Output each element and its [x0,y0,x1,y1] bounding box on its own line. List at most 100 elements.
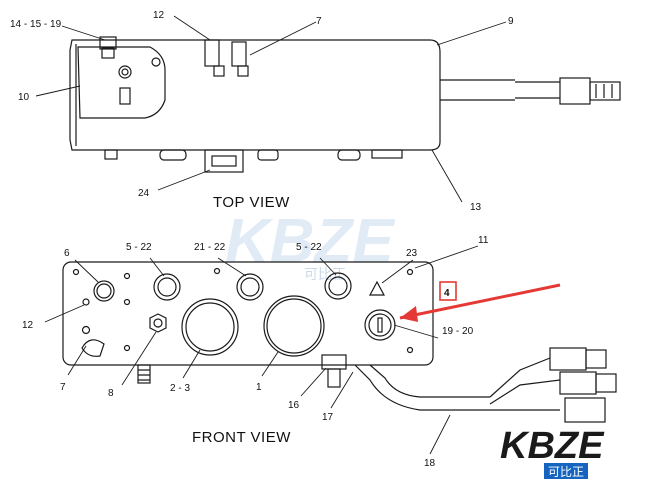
callout-13: 13 [470,202,482,213]
front-screw-2 [123,298,131,306]
front-hex-nut-8 [149,313,167,333]
callout-4: 4 [444,288,450,299]
front-bolt-shank [327,368,341,388]
watermark-brand-text: KBZE [225,207,395,276]
top-connector-plug [559,77,591,105]
callout-12-top: 12 [153,10,165,21]
top-bottom-bracket-inner [211,155,237,167]
callout-17: 17 [322,412,334,423]
leader-16 [300,367,327,397]
callout-1: 1 [256,382,262,393]
top-view-leaders [35,15,507,203]
top-connector-7 [231,41,247,67]
front-key-switch-inner [368,313,392,337]
top-connector-12 [204,39,220,67]
front-view-drawing [62,261,617,423]
front-screw-1 [123,272,131,280]
top-connector-7-foot [237,65,249,77]
leader-18 [429,414,451,455]
top-bottom-lug-2 [159,149,187,161]
front-screw-3 [123,344,131,352]
front-connector-b [559,371,597,395]
front-harness-lower [369,364,490,398]
top-fitting-14 [99,36,117,50]
front-hex-nut-8-hole [153,318,163,328]
callout-24: 24 [138,188,150,199]
top-connector-12-foot [213,65,225,77]
front-screw-br [406,346,414,354]
front-lamp-5b-inner [328,276,348,296]
logo-sub-badge [544,463,588,479]
front-gauge-2-3-inner [185,302,235,352]
front-warning-triangle [368,280,386,296]
front-key-slot [377,317,383,333]
front-connector-c [564,397,606,423]
callout-6: 6 [64,248,70,259]
callout-7-top: 7 [316,16,322,27]
front-switch-7 [81,339,105,357]
front-harness-branches [489,357,561,411]
callout-labels: 14 - 15 - 19 12 7 9 10 24 13 6 5 - 22 21… [10,10,514,469]
top-view-drawing [69,36,621,173]
leader-9 [436,21,507,46]
front-harness-upper [354,364,490,411]
leader-17 [330,371,354,409]
top-housing-outline [69,39,441,151]
leader-21 [217,257,247,277]
callout-21-22: 21 - 22 [194,242,226,253]
front-small-hole-1 [81,325,91,335]
top-fitting-14-base [101,47,115,59]
top-connector-pins [595,84,613,98]
callout-18: 18 [424,458,436,469]
callout-19-20: 19 - 20 [442,326,474,337]
callout-23: 23 [406,248,418,259]
leader-5a [149,257,165,277]
front-view-leaders [44,245,479,455]
leader-10 [35,85,81,97]
leader-8 [121,331,157,386]
top-bottom-lug-4 [337,149,361,161]
highlight-arrow-shaft [399,283,561,320]
leader-11 [414,245,479,269]
front-lamp-5a [153,273,181,301]
front-gauge-1 [263,295,325,357]
front-screw-tr [406,268,414,276]
front-stud-thread [138,369,150,381]
front-bolt-head [321,354,347,370]
callout-8: 8 [108,388,114,399]
top-connector-plug-end [589,81,621,101]
brand-logo: KBZE 可比正 [500,425,605,479]
leader-12-top [173,15,211,41]
callout-10: 10 [18,92,30,103]
leader-19-20 [393,324,439,339]
top-fitting-small [151,57,161,67]
top-inner-panel [77,46,166,119]
leader-13 [431,149,463,203]
highlight-arrow-head [400,306,418,322]
callout-16: 16 [288,400,300,411]
front-lamp-6-inner [96,283,112,299]
leader-1 [261,351,279,377]
front-lamp-21-inner [240,277,260,297]
logo-brand-text: KBZE [500,425,605,467]
callout-7-front: 7 [60,382,66,393]
front-screw-4 [213,267,221,275]
front-lamp-6 [93,280,115,302]
leader-14 [61,25,106,41]
top-bottom-lug-1 [104,149,118,160]
front-gauge-2-3 [181,298,239,356]
top-cable [440,79,515,101]
leader-5b [319,257,337,276]
top-cable-wires [515,81,560,99]
callout-11: 11 [478,235,489,246]
top-bottom-bracket-24 [204,149,244,173]
leader-7-top [249,21,317,56]
front-gauge-1-inner [266,298,322,354]
watermark-center: KBZE 可比正 [225,207,395,282]
callout-12-front: 12 [22,320,34,331]
callout-2-3: 2 - 3 [170,383,190,394]
leader-6 [74,259,99,283]
top-bottom-lug-5 [371,149,403,159]
